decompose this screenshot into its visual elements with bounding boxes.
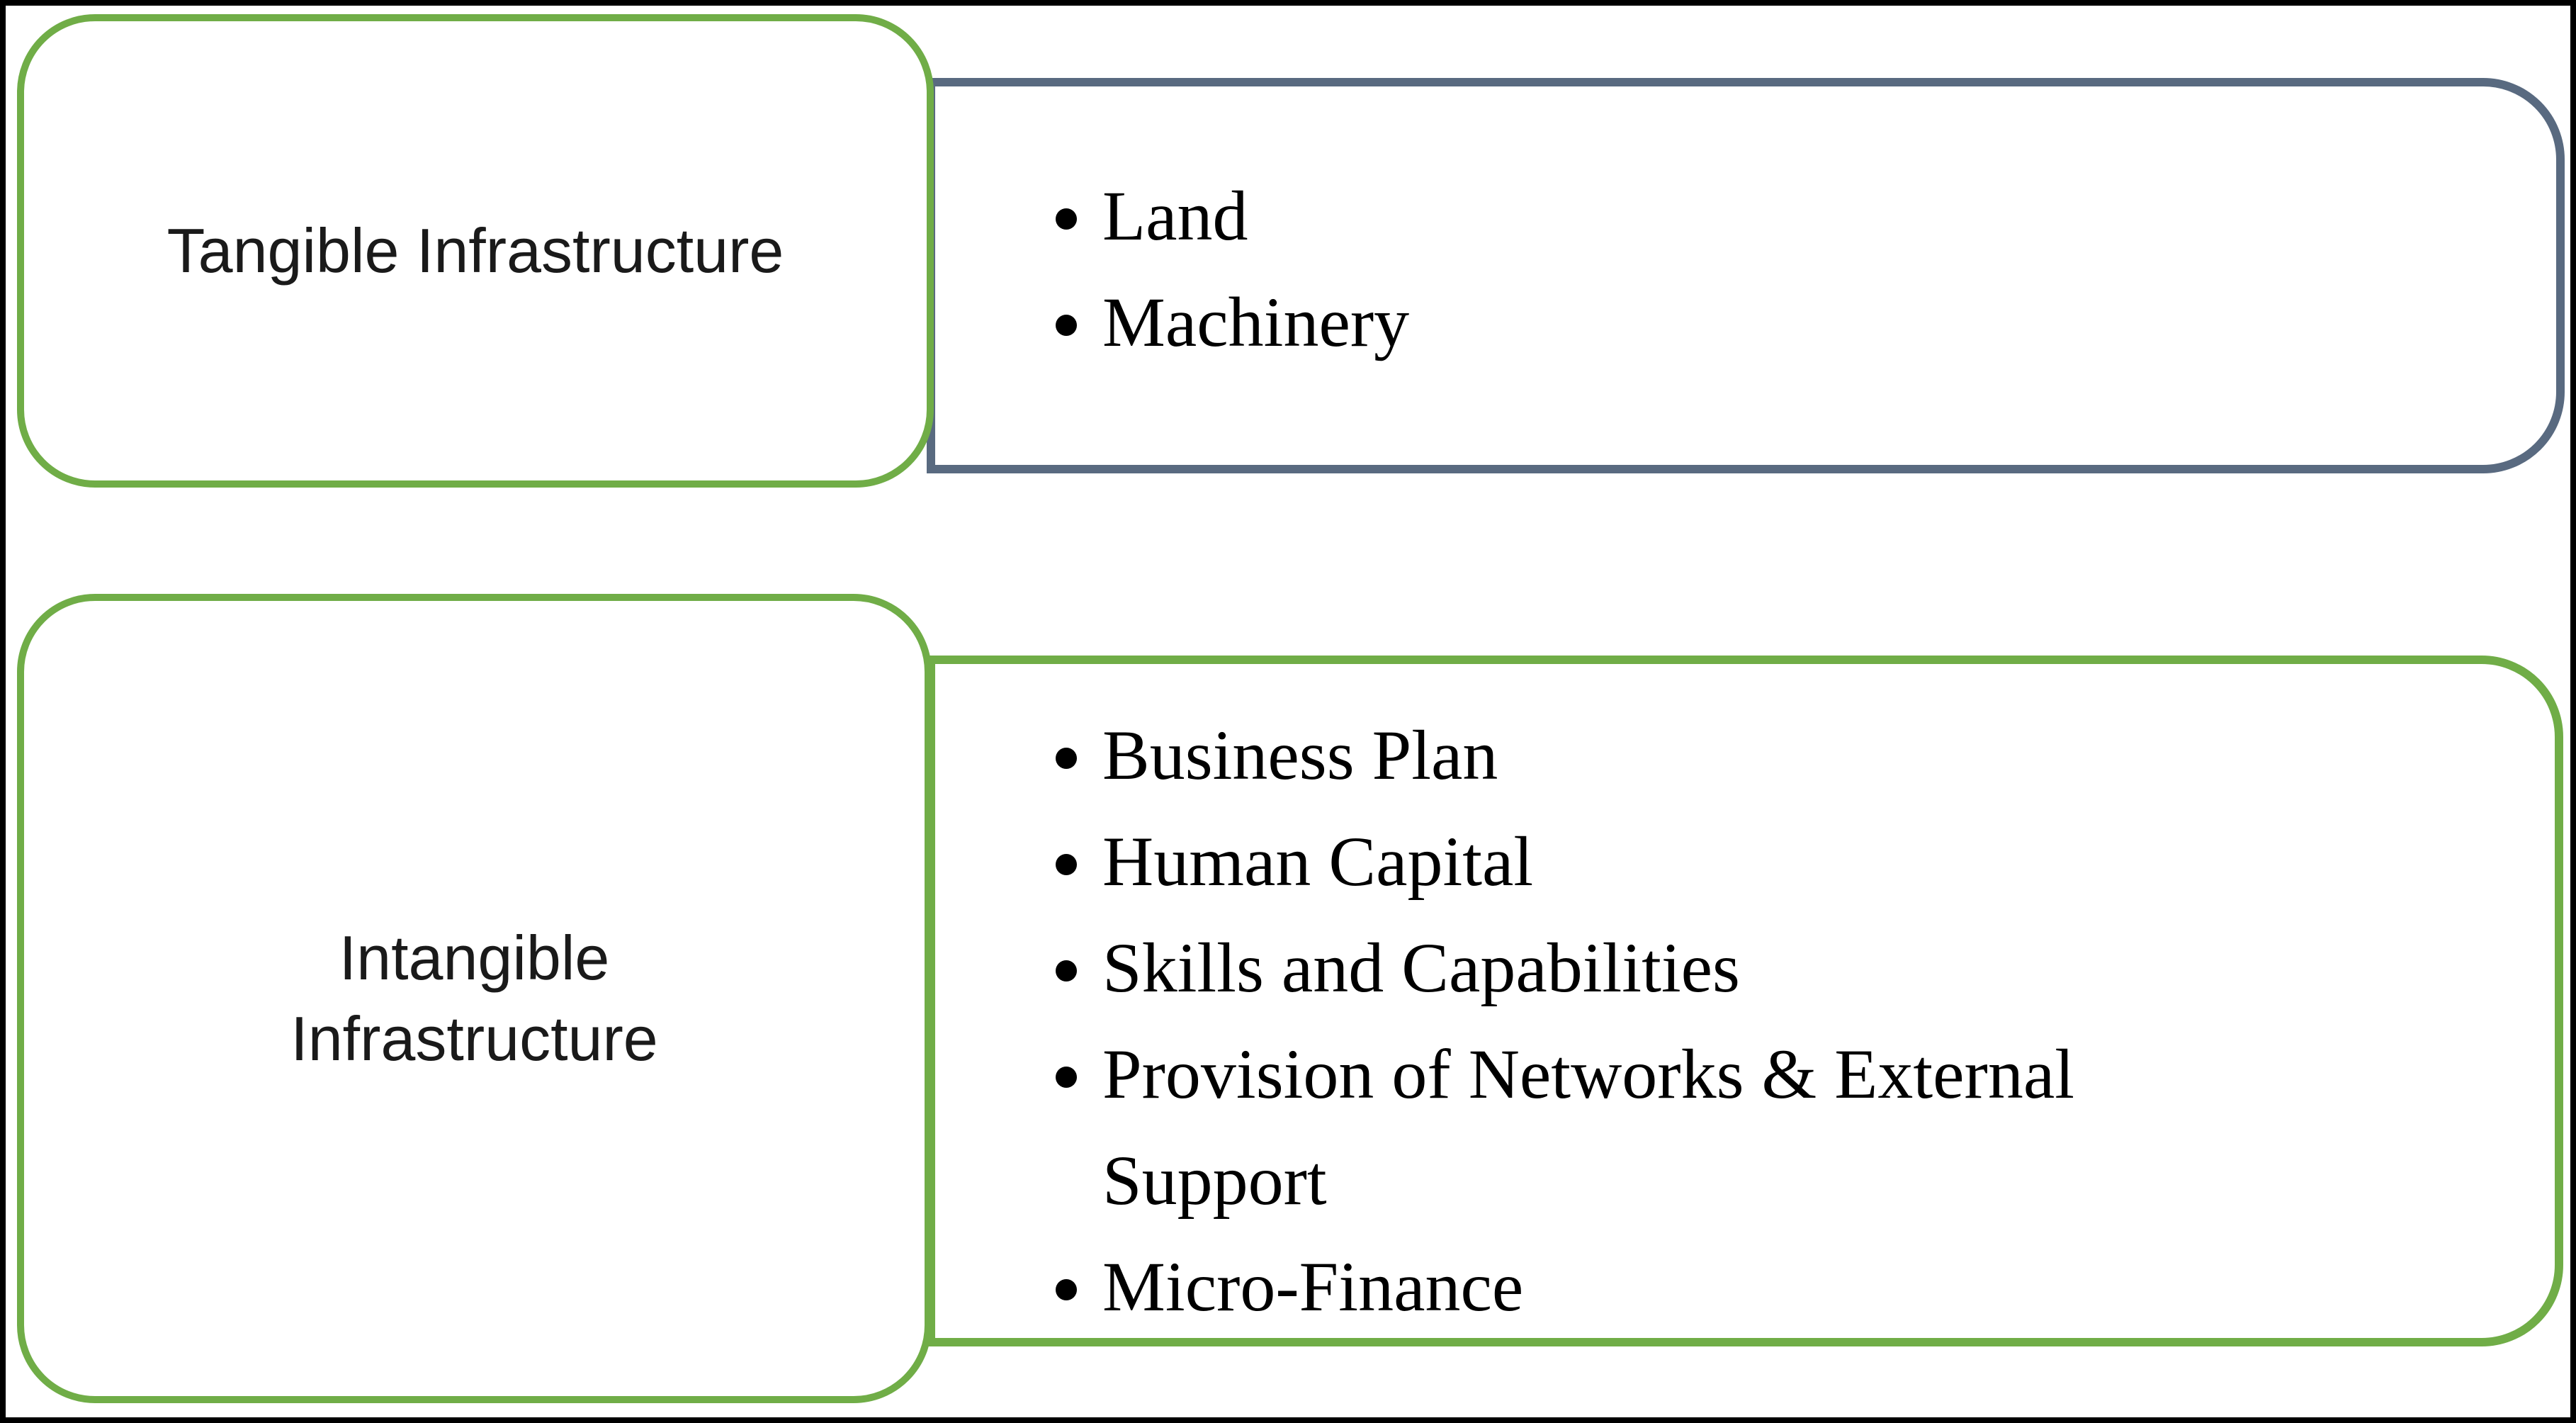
tangible-label-box: Tangible Infrastructure	[17, 14, 934, 488]
list-item: Micro-Finance	[1102, 1234, 2278, 1340]
list-item: Provision of Networks & External Support	[1102, 1021, 2278, 1234]
intangible-item-list: Business Plan Human Capital Skills and C…	[935, 664, 2555, 1340]
list-item: Machinery	[1102, 269, 2278, 376]
list-item: Skills and Capabilities	[1102, 915, 2278, 1021]
tangible-item-list: Land Machinery	[935, 86, 2556, 376]
list-item: Land	[1102, 163, 2278, 269]
intangible-items-box: Business Plan Human Capital Skills and C…	[927, 656, 2563, 1346]
list-item: Human Capital	[1102, 809, 2278, 915]
list-item: Business Plan	[1102, 702, 2278, 809]
tangible-label: Tangible Infrastructure	[166, 215, 784, 286]
intangible-label-box: Intangible Infrastructure	[17, 594, 932, 1403]
intangible-label: Intangible Infrastructure	[290, 922, 658, 1074]
tangible-items-box: Land Machinery	[927, 78, 2565, 473]
